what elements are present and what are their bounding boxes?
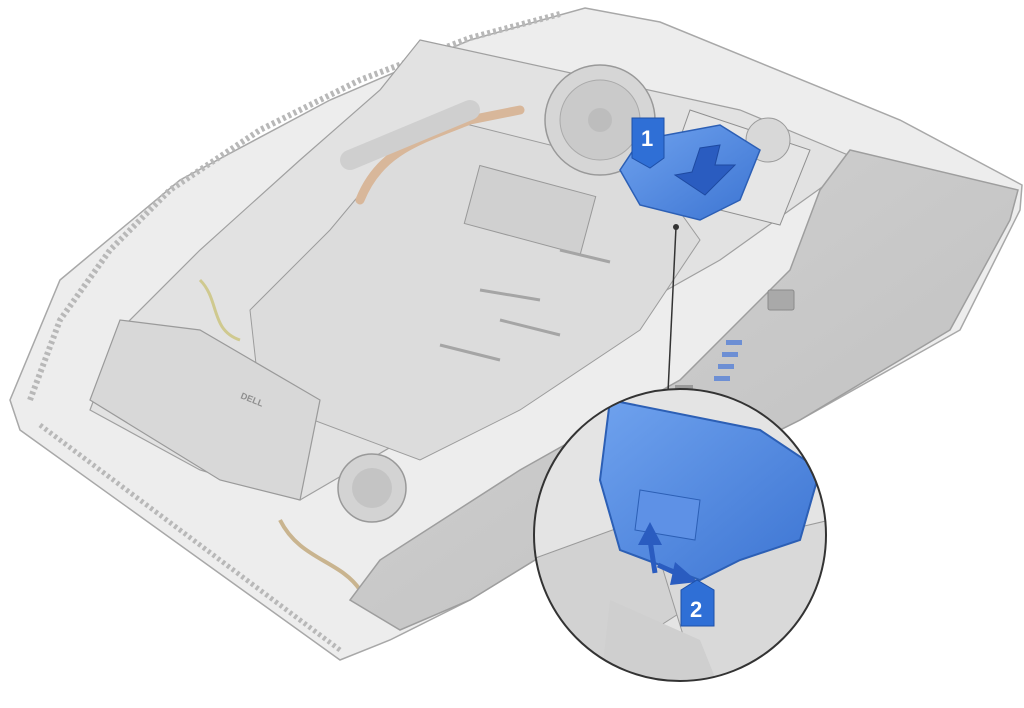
- cable-bundle: [278, 519, 362, 592]
- shield-slots: [439, 248, 611, 362]
- vent-edge-bottom: [38, 423, 342, 652]
- usb-ports: [714, 340, 742, 381]
- power-port: [767, 289, 795, 311]
- heatsink-bar: [340, 100, 480, 170]
- push-arrow-icon: [673, 144, 737, 196]
- callout-1-label: 1: [641, 126, 653, 151]
- zoom-leader-line: [667, 226, 677, 393]
- callout-2-badge: [680, 579, 715, 627]
- psu-fan-blades: [352, 468, 392, 508]
- callout-1-badge: [631, 117, 665, 169]
- zoom-circle-border: [533, 388, 827, 682]
- shield-plate-recess: [463, 164, 597, 256]
- power-supply-unit: [89, 319, 321, 501]
- system-fan-hub: [588, 108, 612, 132]
- zoom-leader-dot: [673, 224, 679, 230]
- zoom-rail: [600, 600, 720, 681]
- cable-yellow: [198, 278, 241, 342]
- callout-2-label: 2: [690, 597, 702, 622]
- pull-arrow-icon: [638, 522, 698, 585]
